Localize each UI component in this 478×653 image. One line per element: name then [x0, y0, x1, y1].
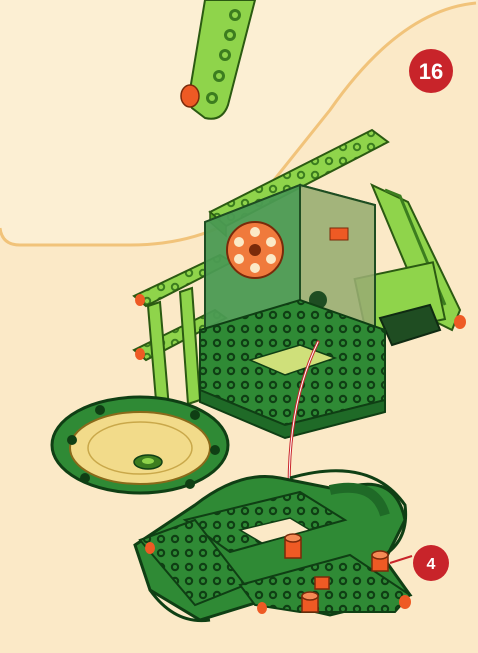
peg-icon [454, 315, 466, 329]
quantity-callout: 4 [390, 545, 449, 581]
peg-icon [145, 542, 155, 554]
peg-icon [257, 602, 267, 614]
peg-icon [285, 534, 301, 558]
gearbox-base [200, 300, 385, 438]
step-number: 16 [419, 59, 443, 84]
peg-icon [181, 85, 199, 107]
gear-hub-icon [227, 222, 283, 278]
peg-icon [372, 551, 388, 571]
peg-icon [135, 294, 145, 306]
base-frame [135, 471, 410, 621]
turntable [52, 397, 228, 493]
peg-icon [315, 577, 329, 589]
step-badge: 16 [409, 49, 453, 93]
callout-quantity: 4 [427, 556, 436, 573]
peg-icon [135, 348, 145, 360]
peg-icon [399, 595, 411, 609]
peg-icon [302, 592, 318, 612]
